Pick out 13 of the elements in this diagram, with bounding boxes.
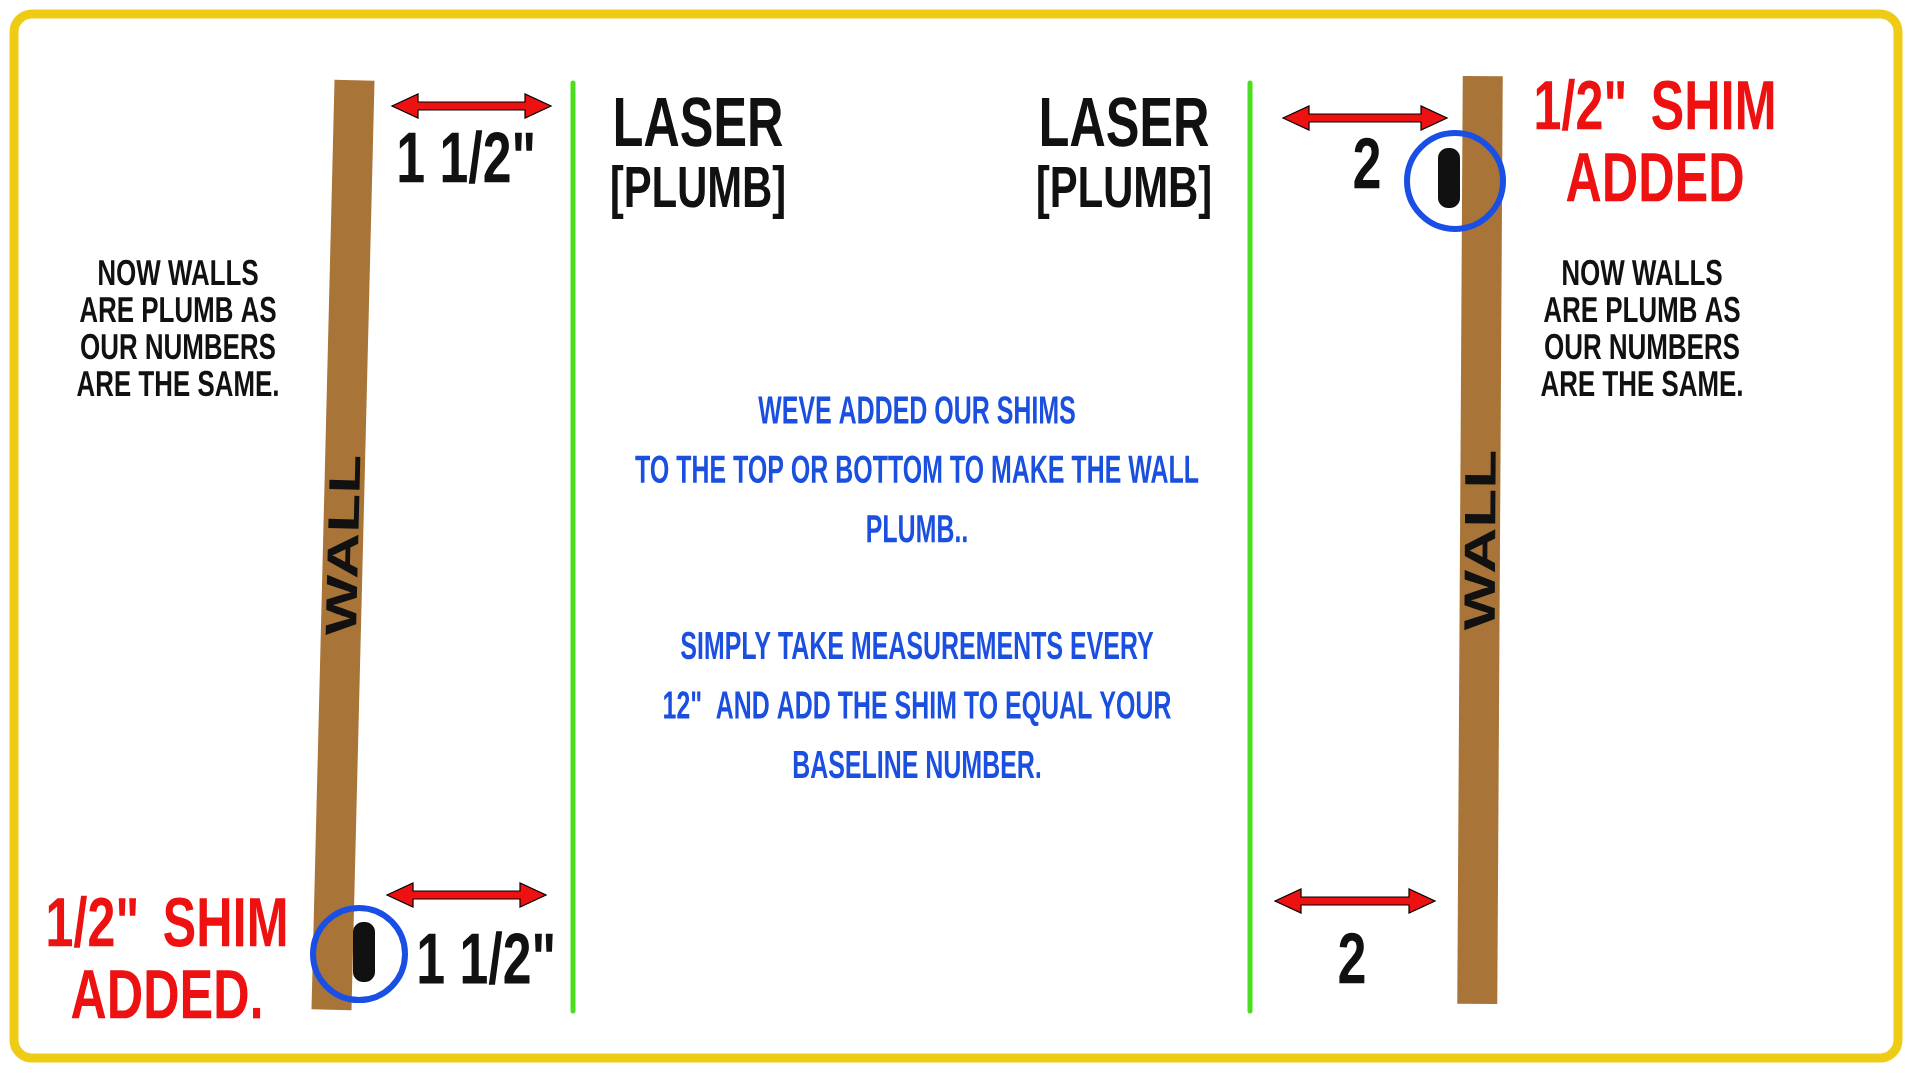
wall-plank: WALL xyxy=(311,79,375,1011)
wall-plank: WALL xyxy=(1457,75,1503,1005)
dimension-label: 2 xyxy=(1354,137,1380,189)
laser-label: [PLUMB] xyxy=(612,164,784,220)
dimension-label: 2 xyxy=(1339,932,1365,984)
instruction-text: SIMPLY TAKE MEASUREMENTS EVERY 12" AND ADD THE SHIM TO EQUAL YOUR BASELINE NUMBER. xyxy=(664,631,1171,779)
instruction-text: WEVE ADDED OUR SHIMS xyxy=(758,396,1075,424)
laser-label: LASER xyxy=(615,97,783,147)
laser-label: [PLUMB] xyxy=(1038,164,1210,220)
note-text: NOW WALLS ARE PLUMB AS OUR NUMBERS ARE THE SAME. xyxy=(77,259,278,397)
note-text: NOW WALLS ARE PLUMB AS OUR NUMBERS ARE THE SAME. xyxy=(1541,259,1742,397)
laser-label: LASER xyxy=(1042,97,1209,147)
instruction-text: TO THE TOP OR BOTTOM TO MAKE THE WALL PLUMB.. xyxy=(635,455,1199,543)
